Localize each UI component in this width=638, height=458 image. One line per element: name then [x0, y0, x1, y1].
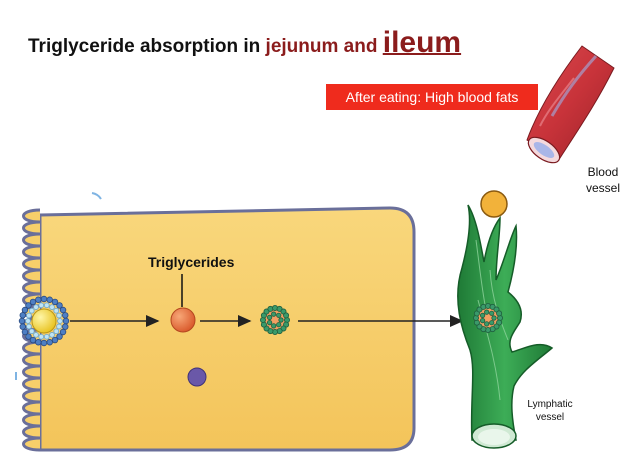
- particle-dot: [40, 295, 48, 303]
- particle-dot: [62, 317, 70, 325]
- particle-dot: [266, 314, 273, 320]
- chylomicron: [259, 304, 290, 335]
- blood-vessel-label-line1: Blood: [587, 165, 619, 179]
- chylomicron-core: [476, 306, 500, 330]
- particle-dot: [43, 302, 50, 309]
- blood-vessel-label-line2: vessel: [585, 181, 620, 195]
- particle-dot: [56, 333, 63, 340]
- lymphatic-vessel-label: Lymphatic vessel: [520, 398, 580, 424]
- particle-dot: [33, 304, 39, 310]
- particle-dot: [19, 312, 26, 319]
- particle-dot: [29, 298, 37, 306]
- particle-dot: [51, 298, 59, 306]
- lipid-particle: [480, 190, 508, 218]
- micelle-core: [31, 308, 57, 334]
- particle-dot: [35, 296, 42, 303]
- particle-dot: [21, 328, 29, 336]
- particle-dot: [59, 328, 67, 336]
- after-eating-banner: After eating: High blood fats: [326, 84, 538, 110]
- triglycerides-label: Triglycerides: [148, 254, 235, 270]
- particle-dot: [51, 336, 59, 344]
- particle-dot: [25, 318, 31, 324]
- particle-dot: [479, 312, 486, 318]
- particle-dot: [53, 307, 60, 314]
- particle-dot: [38, 302, 45, 309]
- micelle: [18, 295, 70, 347]
- blood-vessel: [526, 45, 615, 164]
- particle-dot: [489, 310, 495, 316]
- particle-dot: [40, 339, 48, 347]
- lymphatic-vessel-label-line1: Lymphatic: [527, 399, 573, 410]
- particle-dot: [21, 306, 29, 314]
- particle-dot: [53, 328, 60, 335]
- particle-dot: [26, 323, 32, 330]
- particle-dot: [276, 322, 282, 328]
- particle-dot: [496, 310, 503, 317]
- particle-dot: [29, 336, 37, 344]
- particle-dot: [38, 333, 45, 340]
- particle-dot: [43, 333, 50, 340]
- particle-dot: [484, 321, 490, 327]
- particle-dot: [25, 333, 32, 340]
- particle-dot: [18, 317, 26, 325]
- title-part-2: jejunum and: [265, 36, 383, 57]
- title-part-1: Triglyceride absorption in: [28, 36, 266, 57]
- chylomicron-core: [263, 308, 287, 332]
- particle-dot: [28, 307, 35, 314]
- particle-dot: [59, 306, 67, 314]
- particle-dot: [28, 328, 35, 335]
- particle-dot: [26, 312, 32, 319]
- particle-dot: [57, 318, 63, 324]
- particle-dot: [33, 332, 39, 338]
- triglyceride-droplet: [170, 307, 196, 333]
- particle-dot: [56, 312, 62, 319]
- particle-dot: [491, 315, 497, 321]
- particle-dot: [266, 320, 273, 326]
- particle-dot: [25, 302, 32, 309]
- particle-dot: [276, 312, 282, 318]
- blood-vessel-label: Blood vessel: [580, 164, 626, 196]
- purple-particle: [187, 367, 207, 387]
- particle-dot: [56, 323, 62, 330]
- particle-dot: [278, 317, 284, 323]
- particle-dot: [62, 312, 69, 319]
- particle-dot: [49, 332, 55, 338]
- particle-dot: [49, 304, 55, 310]
- particle-dot: [46, 339, 53, 346]
- particle-dot: [283, 312, 290, 319]
- particle-dot: [489, 320, 495, 326]
- lymphatic-vessel-label-line2: vessel: [535, 412, 565, 423]
- page-title: Triglyceride absorption in jejunum and i…: [28, 26, 461, 60]
- particle-dot: [271, 323, 277, 329]
- particle-dot: [56, 302, 63, 309]
- particle-dot: [62, 323, 69, 330]
- chylomicron-in-lymph: [472, 302, 503, 333]
- title-part-3: ileum: [382, 26, 462, 59]
- particle-dot: [46, 296, 53, 303]
- particle-dot: [479, 318, 486, 324]
- particle-dot: [19, 323, 26, 330]
- particle-dot: [35, 339, 42, 346]
- particle-dot: [271, 311, 277, 317]
- particle-dot: [484, 309, 490, 315]
